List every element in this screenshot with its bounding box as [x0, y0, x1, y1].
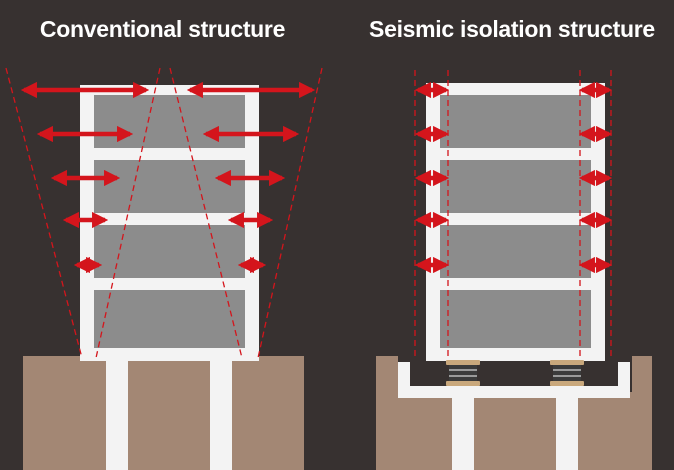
- seismic-isolator-icon: [550, 360, 584, 386]
- conventional-building: [23, 85, 304, 470]
- floor-panel: [94, 95, 245, 148]
- guide-line: [257, 67, 323, 359]
- sway-arrows-right: [414, 81, 613, 274]
- foundation-column: [452, 396, 474, 470]
- floor-panel: [440, 290, 591, 348]
- floor-panel: [94, 290, 245, 348]
- sway-arrows-left: [20, 81, 316, 274]
- foundation-column: [556, 396, 578, 470]
- floor-panel: [94, 160, 245, 213]
- floor-panel: [94, 225, 245, 278]
- floor-panel: [440, 160, 591, 213]
- conventional-structure-title: Conventional structure: [39, 16, 286, 42]
- ground-block: [376, 356, 652, 470]
- seismic-isolation-structure-title: Seismic isolation structure: [369, 16, 655, 42]
- floor-panel: [440, 95, 591, 148]
- floor-panel: [440, 225, 591, 278]
- foundation-column: [210, 356, 232, 470]
- guide-line: [5, 67, 83, 359]
- foundation-pit-wall: [398, 362, 630, 398]
- foundation-column: [106, 356, 128, 470]
- seismic-isolation-building: [376, 83, 652, 470]
- seismic-isolator-icon: [446, 360, 480, 386]
- ground-block: [23, 356, 304, 470]
